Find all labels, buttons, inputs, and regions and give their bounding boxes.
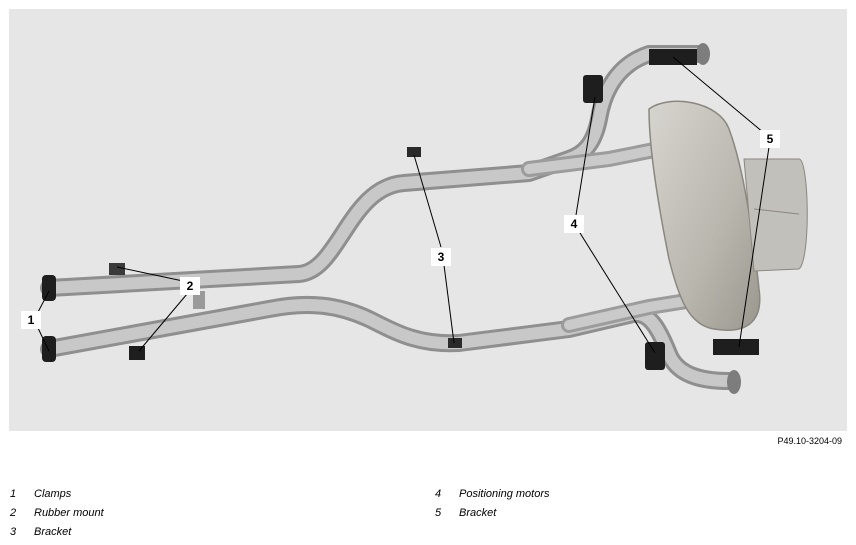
bracket-upper [407,147,421,157]
legend-label: Clamps [34,488,72,500]
clamp-lower [42,336,56,362]
legend-label: Bracket [459,507,497,519]
leader-2a [116,266,184,282]
legend-label: Positioning motors [459,488,550,500]
rubber-mount-upper [109,263,125,275]
leader-3a [413,154,442,248]
callout-1: 1 [21,311,41,329]
legend-label: Bracket [34,526,72,538]
positioning-motor-lower [645,342,665,370]
rear-muffler [648,100,808,331]
callout-3: 3 [431,248,451,266]
positioning-motor-parts [583,75,665,370]
clamp-parts [42,275,56,362]
callout-2: 2 [180,277,200,295]
callout-4: 4 [564,215,584,233]
legend-number: 1 [10,488,17,500]
rubber-mount-parts [109,263,145,360]
upper-exhaust-pipe [40,45,708,297]
tail-pipes [696,43,741,394]
exhaust-system-illustration: 1 2 3 4 5 [9,9,847,431]
leader-2b [138,293,188,352]
clamp-upper [42,275,56,301]
leader-4b [579,232,656,354]
exhaust-drawing [36,43,808,394]
leader-4a [575,96,596,216]
legend-label: Rubber mount [34,507,104,519]
figure-reference-code: P49.10-3204-09 [777,436,842,446]
leader-3b [443,264,455,344]
legend-number: 2 [10,507,17,519]
legend-number: 5 [435,507,442,519]
leader-1a [36,290,50,315]
bracket-lower [448,338,462,348]
leader-5b [738,146,770,348]
callout-5: 5 [760,130,780,148]
legend-number: 3 [10,526,17,538]
lower-exhaust-pipe [40,291,738,390]
tail-bracket-lower [713,339,759,355]
leader-lines [36,56,770,354]
leader-1b [36,325,50,352]
positioning-motor-upper [583,75,603,103]
bracket-parts [407,147,462,348]
rubber-mount-lower [129,346,145,360]
leader-5a [672,56,765,134]
legend-number: 4 [435,488,442,500]
